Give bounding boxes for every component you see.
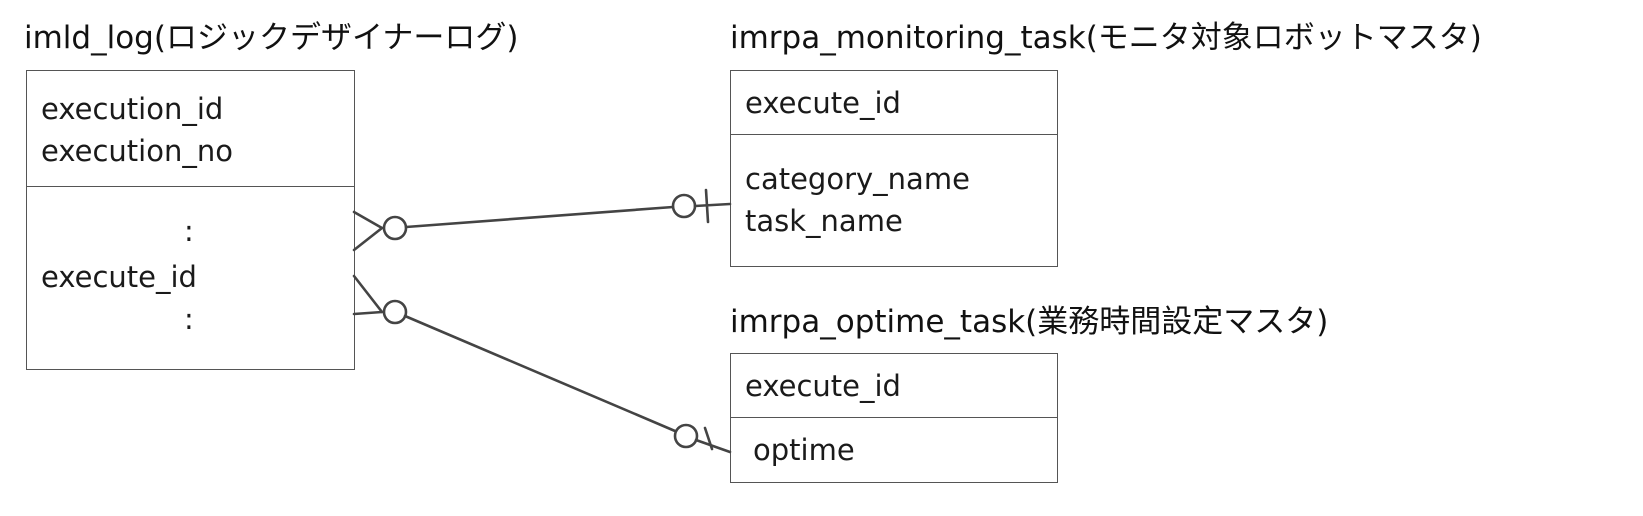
optime-task-attribute-section: optime (731, 417, 1057, 482)
imld-log-key-section: execution_id execution_no (27, 71, 354, 186)
optime-task-key-field: execute_id (745, 369, 901, 403)
relationship-line (694, 438, 732, 454)
relationship-line (404, 205, 675, 229)
optime-task-attribute-field: optime (753, 433, 855, 467)
relationship-line-monitoring (352, 188, 732, 252)
zero-circle-marker (382, 299, 408, 325)
imld-log-title: imld_log(ロジックデザイナーログ) (24, 20, 519, 56)
imld-log-entity: execution_id execution_no : execute_id : (26, 70, 355, 370)
relationship-line (693, 202, 732, 208)
monitoring-task-key-section: execute_id (731, 71, 1057, 134)
monitoring-task-attribute-section: category_name task_name (731, 134, 1057, 266)
optime-task-title: imrpa_optime_task(業務時間設定マスタ) (730, 304, 1329, 340)
crow-foot-prong (352, 310, 384, 316)
crow-foot-prong (352, 226, 384, 252)
relationship-line (403, 314, 677, 433)
monitoring-task-attribute-field: task_name (745, 204, 903, 238)
optime-task-entity: execute_id optime (730, 353, 1058, 483)
monitoring-task-attribute-field: category_name (745, 162, 970, 196)
monitoring-task-title: imrpa_monitoring_task(モニタ対象ロボットマスタ) (730, 20, 1482, 56)
crow-foot-prong (352, 210, 384, 230)
zero-circle-marker (673, 423, 699, 449)
zero-circle-marker (671, 193, 697, 219)
imld-log-key-field: execution_no (41, 134, 233, 168)
imld-log-ellipsis: : (184, 214, 194, 248)
imld-log-attribute-section: : execute_id : (27, 186, 354, 369)
imld-log-attribute-field: execute_id (41, 260, 197, 294)
relationship-line-optime (352, 274, 732, 454)
zero-circle-marker (382, 215, 408, 241)
imld-log-key-field: execution_id (41, 92, 224, 126)
one-bar-marker (703, 426, 714, 451)
monitoring-task-entity: execute_id category_name task_name (730, 70, 1058, 267)
crow-foot-prong (352, 274, 384, 314)
monitoring-task-key-field: execute_id (745, 86, 901, 120)
imld-log-ellipsis: : (184, 302, 194, 336)
one-bar-marker (704, 188, 710, 224)
optime-task-key-section: execute_id (731, 354, 1057, 417)
